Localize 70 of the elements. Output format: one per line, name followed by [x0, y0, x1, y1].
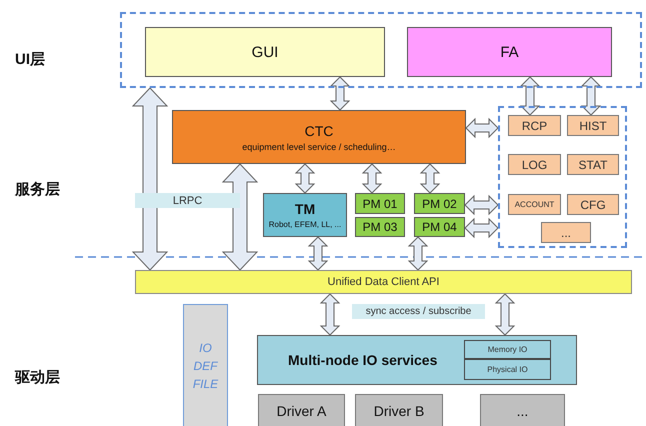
service-box: [508, 154, 561, 175]
module-box: [355, 193, 405, 214]
box-title: FA: [500, 44, 519, 60]
double-arrow: [308, 236, 328, 271]
box-title: CTC: [304, 122, 334, 138]
double-arrow: [464, 218, 499, 238]
box-title: PM 02: [422, 196, 457, 210]
driver-box: [480, 394, 565, 426]
double-arrow: [362, 163, 382, 194]
double-arrow: [132, 87, 168, 271]
double-arrow: [320, 293, 340, 336]
module-box: [407, 27, 612, 77]
io-box: [464, 340, 551, 359]
service-box: [508, 194, 561, 215]
box-title: GUI: [252, 44, 278, 60]
driver-box: [258, 394, 345, 426]
double-arrow: [464, 194, 499, 216]
edge-label: sync access / subscribe: [352, 304, 485, 319]
double-arrow: [408, 236, 428, 271]
driver-box: [355, 394, 443, 426]
double-arrow: [580, 76, 602, 116]
box-title: RCP: [522, 118, 548, 132]
double-arrow: [294, 163, 316, 194]
box-title: ACCOUNT: [514, 200, 554, 209]
module-box: [414, 193, 465, 214]
module-box: [355, 217, 405, 237]
group-frame: [120, 12, 642, 88]
module-box: [257, 335, 577, 385]
box-title: Memory IO: [488, 345, 528, 354]
double-arrow: [520, 76, 540, 116]
service-box: [567, 154, 619, 175]
group-frame: [498, 106, 627, 248]
box-title: TM: [294, 201, 316, 217]
layer-label: 驱动层: [15, 368, 60, 387]
box-title: IO DEF FILE: [192, 340, 220, 393]
box-title: STAT: [578, 158, 608, 172]
box-subtitle: Robot, EFEM, LL, ...: [268, 220, 342, 229]
box-title: PM 01: [362, 196, 398, 210]
box-title: ...: [560, 226, 571, 240]
double-arrow: [330, 76, 350, 111]
box-title: CFG: [580, 198, 606, 212]
layer-label: 服务层: [15, 180, 60, 199]
box-title: PM 04: [422, 220, 457, 234]
edge-label: LRPC: [135, 193, 240, 208]
double-arrow: [494, 293, 516, 336]
io-box: [464, 359, 551, 380]
box-title: Driver B: [374, 403, 424, 419]
double-arrow: [420, 163, 440, 194]
box-title: PM 03: [362, 220, 398, 234]
module-box: [414, 217, 465, 237]
api-bar: [135, 270, 632, 294]
module-box: [263, 193, 347, 237]
service-box: [541, 222, 591, 243]
box-title: ...: [516, 403, 528, 419]
box-subtitle: equipment level service / scheduling…: [242, 142, 396, 152]
service-box: [508, 115, 561, 136]
layer-label: UI层: [15, 50, 45, 69]
box-title: Physical IO: [487, 365, 528, 374]
box-title: LOG: [522, 158, 548, 172]
box-title: Unified Data Client API: [328, 276, 440, 288]
module-box: [145, 27, 385, 77]
service-box: [567, 194, 619, 215]
box-title: Multi-node IO services: [288, 352, 438, 368]
box-title: Driver A: [276, 403, 326, 419]
service-box: [567, 115, 619, 136]
module-box: [172, 110, 466, 164]
file-box: [183, 304, 228, 426]
box-title: HIST: [579, 118, 607, 132]
double-arrow: [222, 163, 258, 271]
double-arrow: [465, 118, 499, 138]
